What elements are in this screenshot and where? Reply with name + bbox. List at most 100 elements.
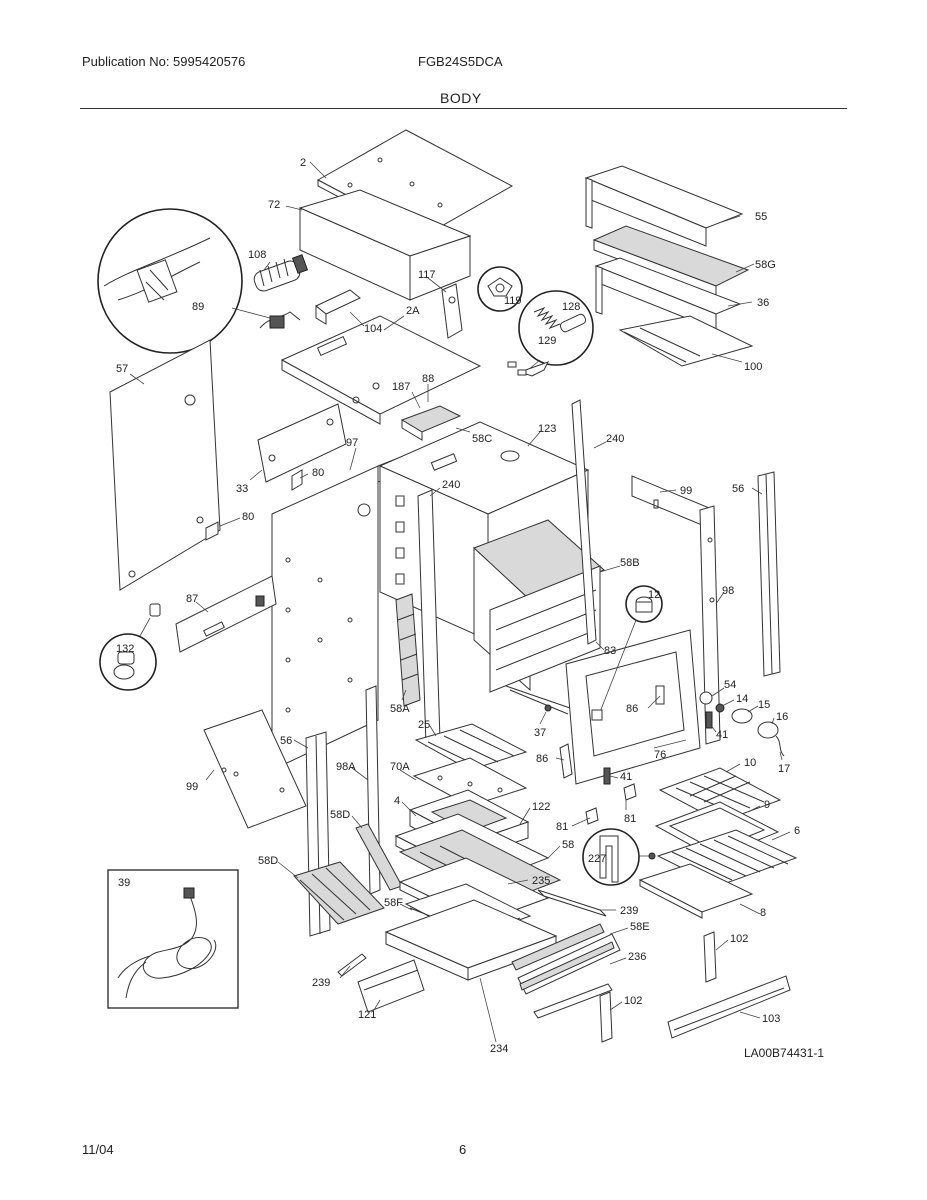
small-pins: [507, 361, 527, 376]
part-label: 99: [680, 485, 692, 497]
clip-41-upper: [705, 711, 713, 729]
part-label: 2A: [406, 305, 420, 317]
insulation-58D-left: [293, 861, 385, 925]
spacer-102-lower: [599, 991, 613, 1043]
part-label: 58E: [630, 921, 650, 933]
part-label: 39: [118, 877, 130, 889]
clip-41-lower: [603, 767, 611, 785]
part-label: 10: [744, 757, 756, 769]
leader-lines: [129, 161, 791, 1043]
part-label: 9: [764, 799, 770, 811]
part-label: 240: [442, 479, 460, 491]
part-label: 86: [626, 703, 638, 715]
footer-date: 11/04: [82, 1142, 114, 1157]
trim-top-55: [584, 165, 744, 247]
part-label: 87: [186, 593, 198, 605]
part-label: 25: [418, 719, 430, 731]
kickplate-103: [667, 975, 791, 1039]
part-label: 57: [116, 363, 128, 375]
part-label: 239: [312, 977, 330, 989]
power-cord-detail-box: [107, 869, 239, 1009]
bracket-36: [594, 257, 742, 331]
part-label: 12: [648, 589, 660, 601]
part-label: 56: [280, 735, 292, 747]
bracket-87: [175, 575, 277, 653]
part-label: 80: [312, 467, 324, 479]
connector-icon: [477, 266, 523, 312]
part-label: 117: [418, 269, 436, 281]
part-label: 58D: [330, 809, 350, 821]
part-label: 187: [392, 381, 410, 393]
part-label: 81: [624, 813, 636, 825]
wiring-harness-icon: [259, 311, 301, 329]
part-label: 58C: [472, 433, 492, 445]
part-label: 234: [490, 1043, 508, 1055]
part-label: 235: [532, 875, 550, 887]
part-label: 239: [620, 905, 638, 917]
part-label: 104: [364, 323, 382, 335]
part-label: 15: [758, 699, 770, 711]
part-label: 16: [776, 711, 788, 723]
channel-98-right: [699, 505, 721, 745]
model-number: FGB24S5DCA: [418, 54, 503, 69]
part-label: 83: [604, 645, 616, 657]
part-label: 132: [116, 643, 134, 655]
diagram-reference: LA00B74431-1: [744, 1046, 825, 1060]
part-label: 54: [724, 679, 736, 691]
part-label: 119: [504, 295, 522, 307]
part-label: 86: [536, 753, 548, 765]
latch-227: [582, 828, 656, 886]
rail-56-right: [757, 471, 781, 677]
part-label: 98: [722, 585, 734, 597]
cooktop-base-2A: [280, 315, 482, 425]
power-cord-icon: [117, 887, 217, 999]
bracket-104: [315, 289, 361, 325]
part-label: 89: [192, 301, 204, 313]
part-label: 41: [716, 729, 728, 741]
oven-cavity-58B: [473, 519, 605, 693]
part-label: 37: [534, 727, 546, 739]
igniter-108: [253, 254, 309, 292]
strip-240-right: [571, 399, 597, 645]
part-label: 97: [346, 437, 358, 449]
spring-icon: [518, 290, 594, 377]
tray-121: [357, 959, 425, 1013]
bracket-239-left: [337, 953, 367, 977]
side-panel-57: [109, 339, 221, 591]
light-assembly-54-17: [699, 691, 785, 757]
panel-99-lower: [203, 709, 307, 829]
spacer-102-upper: [703, 931, 717, 983]
part-label: 58D: [258, 855, 278, 867]
part-label: 58F: [384, 897, 403, 909]
bracket-86-lower: [559, 743, 573, 779]
part-label: 14: [736, 693, 748, 705]
part-label: 102: [730, 933, 748, 945]
insulation-58G: [592, 225, 750, 297]
clip-80a: [205, 521, 219, 541]
part-label: 2: [300, 157, 306, 169]
shield-100: [618, 315, 754, 367]
part-label: 58: [562, 839, 574, 851]
part-label: 8: [760, 907, 766, 919]
part-label: 56: [732, 483, 744, 495]
part-label: 33: [236, 483, 248, 495]
part-label: 129: [538, 335, 556, 347]
box-234: [384, 899, 558, 981]
door-frame-76: [565, 629, 701, 785]
part-label: 98A: [336, 761, 356, 773]
part-label: 58A: [390, 703, 410, 715]
publication-number: Publication No: 5995420576: [82, 54, 246, 69]
header-rule: [80, 108, 847, 109]
bracket-117: [441, 283, 463, 339]
part-label: 70A: [390, 761, 410, 773]
part-label: 17: [778, 763, 790, 775]
part-label: 236: [628, 951, 646, 963]
part-label: 58G: [755, 259, 776, 271]
vent-187-88: [400, 405, 462, 441]
panel-lower-strip: [533, 983, 613, 1019]
part-label: 41: [620, 771, 632, 783]
part-label: 240: [606, 433, 624, 445]
part-label: 123: [538, 423, 556, 435]
part-label: 55: [755, 211, 767, 223]
part-label: 88: [422, 373, 434, 385]
